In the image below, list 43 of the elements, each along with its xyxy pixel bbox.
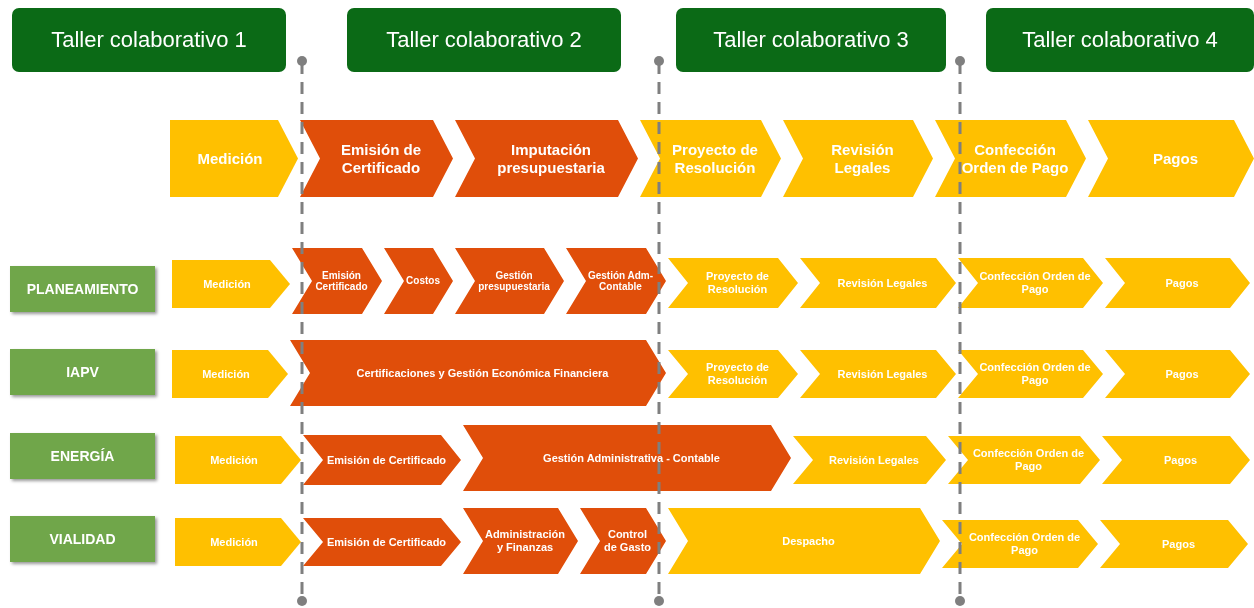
chevron-step: Pagos	[1105, 258, 1250, 308]
chevron-step: Confección Orden de Pago	[958, 350, 1103, 398]
chevron-step: Pagos	[1102, 436, 1250, 484]
chevron-step: Imputación presupuestaria	[455, 120, 638, 197]
row-label: VIALIDAD	[10, 516, 155, 562]
workshop-title: Taller colaborativo 2	[347, 8, 621, 72]
chevron-step: Pagos	[1088, 120, 1254, 197]
chevron-step: Medición	[175, 436, 301, 484]
chevron-step: Gestión Administrativa - Contable	[463, 425, 791, 491]
chevron-step: Medición	[172, 260, 290, 308]
chevron-step: Proyecto de Resolución	[640, 120, 781, 197]
chevron-step: Proyecto de Resolución	[668, 350, 798, 398]
workshop-title: Taller colaborativo 4	[986, 8, 1254, 72]
row-label: PLANEAMIENTO	[10, 266, 155, 312]
chevron-step: Control de Gasto	[580, 508, 666, 574]
chevron-step: Confección Orden de Pago	[948, 436, 1100, 484]
chevron-step: Medición	[172, 350, 288, 398]
chevron-step: Costos	[384, 248, 453, 314]
chevron-step: Revisión Legales	[800, 258, 956, 308]
chevron-step: Gestión Adm-Contable	[566, 248, 666, 314]
chevron-step: Pagos	[1105, 350, 1250, 398]
chevron-step: Certificaciones y Gestión Económica Financiera	[290, 340, 666, 406]
chevron-step: Emisión de Certificado	[303, 435, 461, 485]
chevron-step: Confección Orden de Pago	[942, 520, 1098, 568]
chevron-step: Revisión Legales	[793, 436, 946, 484]
chevron-step: Medición	[170, 120, 298, 197]
chevron-step: Administración y Finanzas	[463, 508, 578, 574]
chevron-step: Confección Orden de Pago	[935, 120, 1086, 197]
chevron-step: Confección Orden de Pago	[958, 258, 1103, 308]
chevron-step: Proyecto de Resolución	[668, 258, 798, 308]
chevron-step: Gestión presupuestaria	[455, 248, 564, 314]
workshop-title: Taller colaborativo 3	[676, 8, 946, 72]
workshop-title: Taller colaborativo 1	[12, 8, 286, 72]
chevron-step: Emisión Certificado	[292, 248, 382, 314]
chevron-step: Revisión Legales	[783, 120, 933, 197]
chevron-step: Pagos	[1100, 520, 1248, 568]
chevron-step: Medición	[175, 518, 301, 566]
chevron-step: Despacho	[668, 508, 940, 574]
chevron-step: Emisión de Certificado	[303, 518, 461, 566]
chevron-step: Revisión Legales	[800, 350, 956, 398]
row-label: IAPV	[10, 349, 155, 395]
row-label: ENERGÍA	[10, 433, 155, 479]
chevron-step: Emisión de Certificado	[300, 120, 453, 197]
